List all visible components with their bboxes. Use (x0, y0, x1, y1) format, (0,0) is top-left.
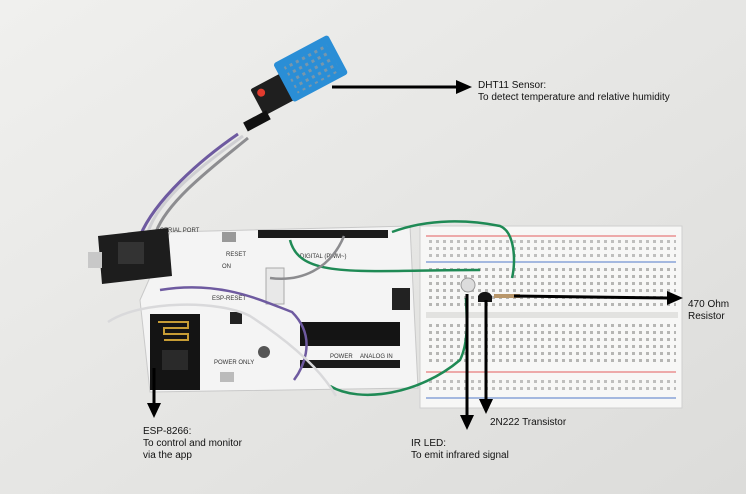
esp-label-line2: To control and monitor (143, 438, 242, 449)
transistor-2n222 (478, 291, 492, 302)
ir-led (460, 277, 476, 293)
esp-label: ESP-8266: To control and monitor via the… (143, 426, 242, 462)
ir-led-label-desc: To emit infrared signal (411, 450, 509, 461)
transistor-label: 2N222 Transistor (490, 417, 566, 429)
esp-reset-marking: ESP-RESET (212, 296, 246, 302)
resistor-label-line1: 470 Ohm (688, 299, 730, 310)
ir-led-arrow (460, 294, 474, 430)
dht11-arrow (332, 80, 472, 94)
power-only-marking: POWER ONLY (214, 360, 254, 366)
transistor-label-title: 2N222 Transistor (490, 417, 567, 428)
reset-marking: RESET (226, 252, 246, 258)
microcontroller-chip (300, 322, 400, 346)
reset-button (222, 232, 236, 242)
esp-arrow (147, 368, 161, 418)
transistor-arrow (479, 300, 493, 414)
breadboard (419, 225, 683, 409)
resistor-arrow (513, 291, 683, 305)
jumper-wire-green (391, 220, 516, 279)
dht11-label-desc: To detect temperature and relative humid… (478, 92, 670, 103)
jumper-wire-white (107, 303, 338, 397)
digital-pwm-marking: DIGITAL (PWM~) (300, 254, 347, 260)
resistor-label: 470 Ohm Resistor (688, 299, 729, 323)
arduino-shield-board: SERIAL PORT RESET ESP-RESET POWER ONLY D… (139, 225, 419, 393)
usb-serial-board (88, 228, 172, 284)
ir-led-label-title: IR LED: (411, 438, 447, 449)
dht11-sensor (243, 35, 348, 132)
esp-label-line3: via the app (143, 450, 192, 461)
analog-in-marking: ANALOG IN (360, 354, 393, 360)
sensor-wire-gray (154, 136, 249, 233)
on-marking: ON (222, 264, 231, 270)
ir-led-label: IR LED: To emit infrared signal (411, 438, 509, 462)
sensor-wire-white (146, 134, 244, 233)
resistor-label-line2: Resistor (688, 311, 725, 322)
esp8266-module (150, 314, 200, 390)
dht11-label: DHT11 Sensor: To detect temperature and … (478, 80, 670, 104)
esp-label-title: ESP-8266: (143, 426, 192, 437)
jumper-wire-gray (269, 235, 346, 280)
jumper-wire-purple (159, 286, 308, 381)
jumper-wire-green-2 (288, 239, 481, 273)
sensor-wire-purple (138, 132, 239, 237)
dht11-label-title: DHT11 Sensor: (478, 80, 547, 91)
power-marking: POWER (330, 354, 353, 360)
serial-port-marking: SERIAL PORT (160, 228, 200, 234)
